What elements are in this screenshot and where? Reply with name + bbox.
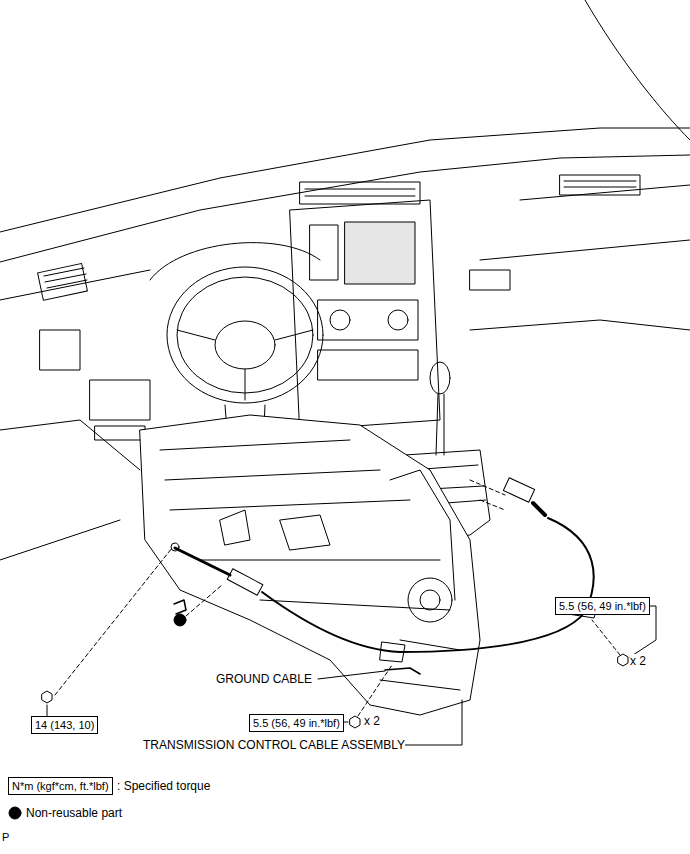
legend-text: : Specified torque (117, 779, 210, 793)
vent-slats (44, 268, 87, 288)
center-stack (290, 200, 440, 430)
legend-torque-box: N*m (kgf*cm, ft.*lbf) (8, 777, 113, 795)
cable-bracket (380, 642, 405, 662)
torque-box: 5.5 (56, 49 in.*lbf) (555, 597, 650, 615)
transmission-case (140, 415, 480, 715)
non-reusable-mark (9, 807, 21, 819)
clip (174, 600, 186, 614)
climate-panel (318, 300, 418, 340)
transfer-case (380, 470, 460, 690)
ground-cable (385, 668, 420, 674)
torque-value: 5.5 (56, 49 in.*lbf) (559, 599, 646, 613)
knob (330, 310, 350, 330)
torque-value: 14 (143, 10) (35, 718, 94, 732)
stack-panel (310, 225, 338, 280)
windshield-edge (0, 128, 690, 232)
case-ribs (160, 440, 450, 610)
leader-line (400, 700, 462, 745)
floor-line (0, 520, 120, 560)
nut (618, 654, 628, 666)
dashed-guide (470, 480, 505, 510)
cable-end (503, 478, 534, 503)
torque-value: 5.5 (56, 49 in.*lbf) (253, 716, 340, 730)
torque-box: 5.5 (56, 49 in.*lbf) (249, 714, 344, 732)
climate-panel (318, 350, 418, 380)
steering-hub (215, 321, 275, 369)
non-reusable-mark (174, 614, 186, 626)
switch-panel (40, 330, 80, 370)
nut (42, 691, 52, 703)
leader-line (318, 671, 385, 679)
switch-panel (95, 426, 145, 440)
cable-sleeve (227, 569, 263, 596)
knob (388, 310, 408, 330)
cable-rod (175, 548, 230, 575)
output-flange (420, 590, 440, 610)
glovebox-button (470, 270, 510, 290)
vent-slats (564, 181, 636, 187)
cable-sleeve (533, 503, 545, 515)
dashed-guide (186, 585, 222, 616)
page-mark: P (2, 830, 9, 844)
dash-lines (470, 185, 690, 330)
air-vent (560, 175, 640, 195)
cluster-hood (150, 243, 320, 280)
leader-line (47, 705, 48, 716)
legend-text: Non-reusable part (26, 806, 122, 820)
quantity-label: x 2 (364, 714, 380, 728)
torque-box: 14 (143, 10) (31, 716, 98, 734)
shift-lever-bracket (220, 510, 250, 545)
vent-slats (305, 189, 415, 196)
leader-line (344, 722, 348, 723)
output-flange (408, 578, 452, 622)
control-cable (262, 518, 594, 652)
steering-wheel (167, 267, 323, 403)
air-vent (300, 182, 420, 204)
air-vent (38, 264, 88, 301)
display-screen (345, 222, 415, 284)
wheel-spokes (177, 330, 313, 400)
shift-knob (430, 362, 450, 394)
part-name: GROUND CABLE (216, 672, 312, 686)
bracket (280, 515, 330, 550)
a-pillar (585, 0, 690, 140)
dashed-guide (55, 548, 172, 695)
torque-value: N*m (kgf*cm, ft.*lbf) (12, 779, 109, 793)
dash-lines (0, 270, 150, 470)
quantity-label: x 2 (630, 654, 646, 668)
shift-lever (436, 394, 444, 455)
dashed-guide (592, 620, 620, 655)
nut (350, 716, 360, 728)
switch-panel (90, 380, 150, 420)
part-name: TRANSMISSION CONTROL CABLE ASSEMBLY (143, 738, 405, 752)
cable-end (171, 543, 179, 551)
